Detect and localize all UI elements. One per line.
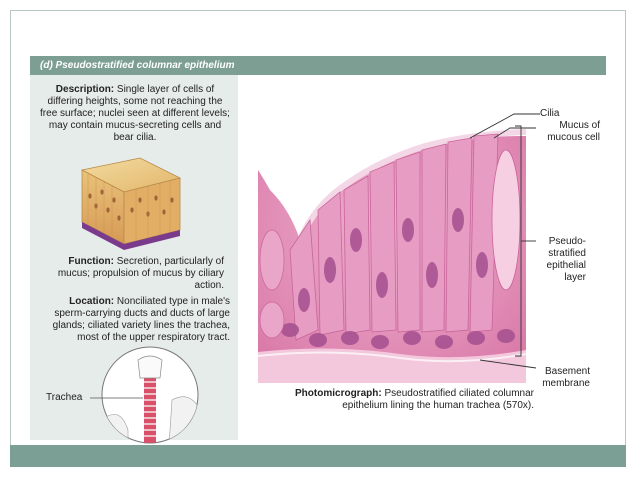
panel-header: (d) Pseudostratified columnar epithelium bbox=[30, 56, 606, 75]
photomicrograph-caption: Photomicrograph: Pseudostratified ciliat… bbox=[250, 388, 534, 412]
label-basement-membrane: Basement membrane bbox=[542, 366, 590, 389]
function-text: Function: Secretion, particularly of muc… bbox=[38, 256, 224, 292]
location-label: Location: bbox=[69, 296, 115, 307]
trachea-label: Trachea bbox=[46, 392, 83, 403]
label-cilia: Cilia bbox=[540, 108, 560, 119]
description-body: Single layer of cells of differing heigh… bbox=[40, 84, 230, 143]
location-text: Location: Nonciliated type in male's spe… bbox=[38, 296, 230, 344]
function-label: Function: bbox=[68, 256, 114, 267]
caption-label: Photomicrograph: bbox=[295, 388, 382, 399]
description-text: Description: Single layer of cells of di… bbox=[38, 84, 232, 144]
label-pseudostratified-layer: Pseudo-stratified epithelial layer bbox=[546, 236, 586, 283]
caption-body: Pseudostratified ciliated columnar epith… bbox=[342, 388, 534, 411]
label-mucous-cell: Mucus of mucous cell bbox=[547, 120, 600, 143]
location-body: Nonciliated type in male's sperm-carryin… bbox=[52, 296, 230, 343]
function-body: Secretion, particularly of mucus; propul… bbox=[57, 256, 224, 291]
footer-bar bbox=[10, 445, 626, 467]
description-label: Description: bbox=[55, 84, 115, 95]
